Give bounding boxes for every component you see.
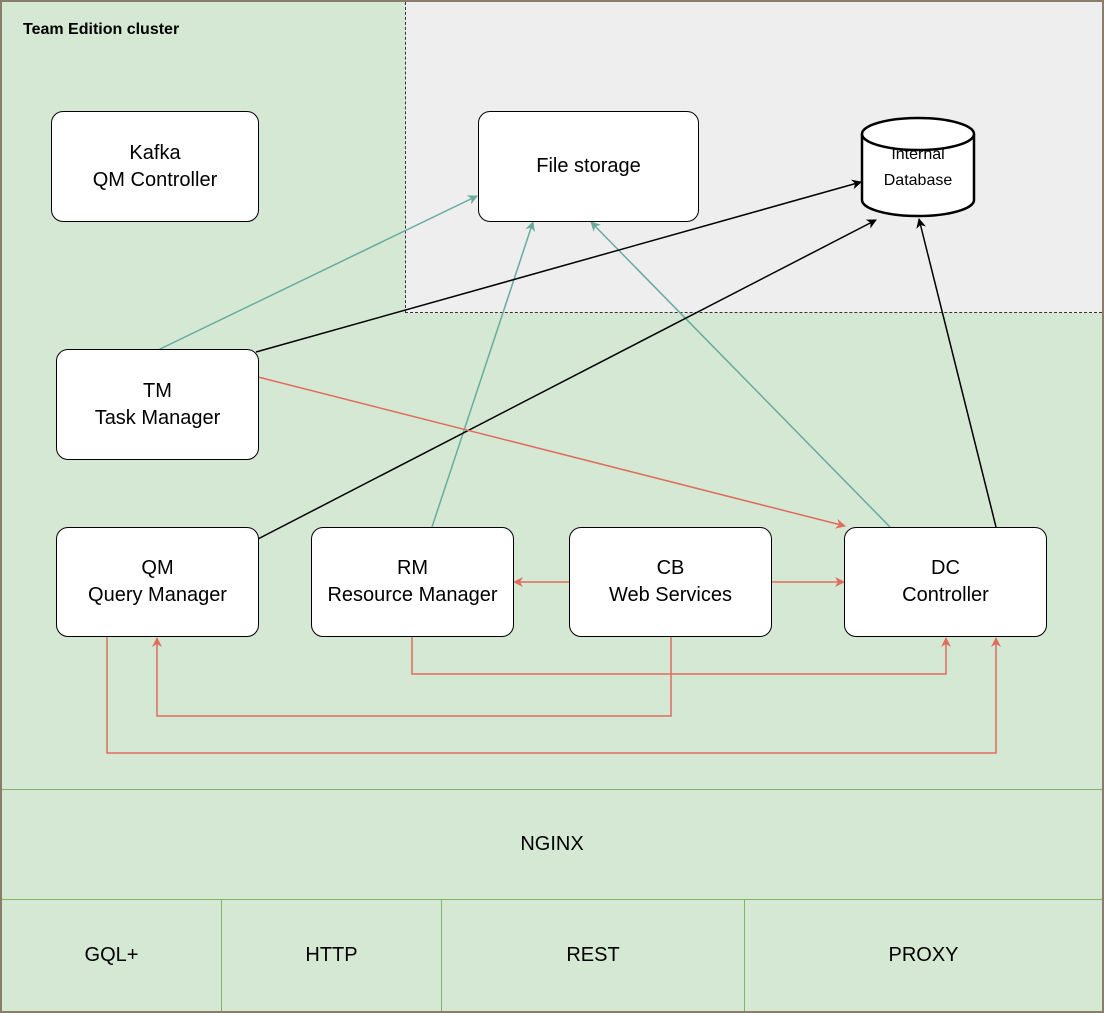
node-web-services[interactable]: CB Web Services bbox=[569, 527, 772, 637]
node-qm-line1: QM bbox=[141, 557, 174, 579]
node-resource-manager[interactable]: RM Resource Manager bbox=[311, 527, 514, 637]
database-label-line2: Database bbox=[883, 172, 953, 189]
protocol-proxy[interactable]: PROXY bbox=[745, 900, 1102, 1011]
nginx-bar[interactable]: NGINX bbox=[2, 789, 1102, 900]
database-cylinder bbox=[860, 116, 976, 218]
arrow-rm-to-dc bbox=[411, 637, 951, 675]
node-task-manager[interactable]: TM Task Manager bbox=[56, 349, 259, 460]
protocol-rest[interactable]: REST bbox=[442, 900, 745, 1011]
arrow-qm-to-dc bbox=[106, 637, 1001, 754]
arrow-dc-to-database bbox=[916, 218, 997, 528]
protocol-gql-label: GQL+ bbox=[84, 944, 139, 966]
protocol-gql[interactable]: GQL+ bbox=[2, 900, 222, 1011]
database-label-line1: Internal bbox=[891, 146, 945, 163]
arrow-qm-to-database bbox=[255, 219, 877, 541]
arrow-rm-to-file-storage bbox=[431, 221, 535, 528]
arrow-tm-to-database bbox=[255, 179, 862, 353]
node-tm-line2: Task Manager bbox=[94, 406, 221, 429]
node-tm-line1: TM bbox=[143, 379, 172, 402]
node-file-storage-label: File storage bbox=[536, 155, 641, 177]
node-dc-line1: DC bbox=[931, 557, 960, 579]
node-cb-line2: Web Services bbox=[608, 584, 732, 606]
arrow-tm-to-dc bbox=[257, 376, 846, 529]
node-kafka-line1: Kafka bbox=[129, 141, 181, 164]
arrow-cb-to-qm bbox=[152, 637, 672, 717]
cluster-title: Team Edition cluster bbox=[23, 21, 180, 38]
nginx-label: NGINX bbox=[520, 833, 584, 855]
node-file-storage[interactable]: File storage bbox=[478, 111, 699, 222]
protocol-http[interactable]: HTTP bbox=[222, 900, 442, 1011]
protocol-rest-label: REST bbox=[566, 944, 620, 966]
protocol-http-label: HTTP bbox=[305, 944, 358, 966]
protocol-proxy-label: PROXY bbox=[888, 944, 959, 966]
arrow-dc-to-file-storage bbox=[590, 221, 891, 528]
node-cb-line1: CB bbox=[656, 557, 685, 579]
node-qm-line2: Query Manager bbox=[88, 584, 227, 606]
arrow-tm-to-file-storage bbox=[157, 195, 478, 351]
node-rm-line1: RM bbox=[396, 557, 429, 579]
database-label: Internal Database bbox=[862, 142, 974, 194]
node-dc-line2: Controller bbox=[902, 584, 989, 606]
node-query-manager[interactable]: QM Query Manager bbox=[56, 527, 259, 637]
node-kafka[interactable]: Kafka QM Controller bbox=[51, 111, 259, 222]
node-rm-line2: Resource Manager bbox=[327, 584, 498, 606]
node-kafka-line2: QM Controller bbox=[92, 168, 218, 191]
node-dc-controller[interactable]: DC Controller bbox=[844, 527, 1047, 637]
